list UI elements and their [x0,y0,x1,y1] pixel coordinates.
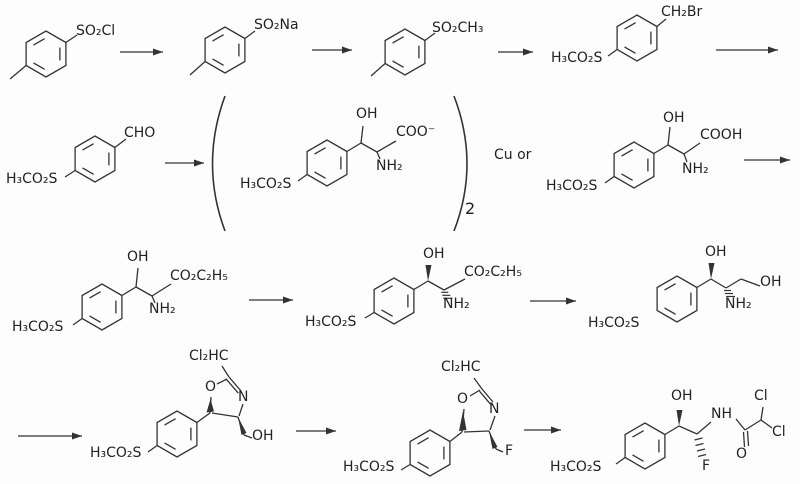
amino-label: NH₂ [376,158,403,174]
dimer-parentheses [211,95,468,232]
hydroxyl-label: OH [671,388,693,404]
benzene-ring [81,283,123,331]
condition-label: Cu or [494,147,532,163]
struct-methyl-tolyl-sulfone [370,28,436,77]
amino-label: NH₂ [725,296,752,312]
dichloromethyl-label: Cl₂HC [189,348,229,364]
dimer-subscript: 2 [465,199,476,218]
struct-tosyl-chloride [9,30,78,80]
struct-sodium-sulfinate [189,26,256,76]
fluoro-label: F [702,458,711,474]
benzene-ring [624,422,666,470]
hydroxyl-label: OH [760,274,782,290]
ring-nitrogen-label: N [489,401,500,417]
methylsulfonyl-label: H₃CO₂S [12,319,64,335]
benzene-ring [656,275,698,323]
carboxylate-label: COO⁻ [396,124,436,140]
reaction-arrows [18,46,790,440]
bromomethyl-label: CH₂Br [661,4,703,20]
methylsulfonyl-label: H₃CO₂S [588,315,640,331]
hydroxyl-label: OH [705,244,727,260]
benzene-ring [373,277,415,325]
struct-oxazoline-fluoride [400,377,504,477]
struct-msyl-benzyl-bromide [607,14,667,62]
methyl-sulfone-label: SO₂CH₃ [432,20,484,36]
methylsulfonyl-label: H₃CO₂S [546,178,598,194]
hydroxyl-label: OH [356,106,378,122]
benzene-ring [306,139,348,187]
hydroxyl-label: OH [252,428,274,444]
hydroxyl-label: OH [423,246,445,262]
struct-bis-complex [297,125,397,187]
benzene-ring [204,26,246,74]
struct-msyl-benzaldehyde [64,135,127,183]
amino-label: NH₂ [443,296,470,312]
fluoro-label: F [505,443,514,459]
amino-label: NH₂ [149,301,176,317]
hydroxyl-label: OH [663,110,685,126]
benzene-ring [74,135,116,183]
struct-ethyl-ester [72,267,172,331]
aldehyde-label: CHO [124,125,156,141]
amide-nh-label: NH [711,406,732,422]
amino-label: NH₂ [682,161,709,177]
benzene-ring [25,30,67,78]
hydroxyl-label: OH [127,249,149,265]
sulfonyl-chloride-label: SO₂Cl [76,23,116,39]
benzene-ring [384,28,426,76]
methylsulfonyl-label: H₃CO₂S [551,50,603,66]
struct-resolved-ester [364,265,466,325]
struct-threo-amino-acid [604,126,701,189]
struct-oxazoline-alcohol [147,365,253,458]
methylsulfonyl-label: H₃CO₂S [343,459,395,475]
methylsulfonyl-label: H₃CO₂S [550,459,602,475]
ring-nitrogen-label: N [238,389,249,405]
ester-label: CO₂C₂H₅ [170,268,228,284]
benzene-ring [616,14,658,62]
dichloromethyl-label: Cl₂HC [441,359,481,375]
struct-florfenicol [615,406,773,470]
methylsulfonyl-label: H₃CO₂S [305,314,357,330]
methylsulfonyl-label: H₃CO₂S [6,171,58,187]
carboxylic-acid-label: COOH [700,127,743,143]
benzene-ring [409,429,451,477]
methylsulfonyl-label: H₃CO₂S [90,445,142,461]
ring-oxygen-label: O [205,379,217,395]
struct-amino-diol [656,263,761,323]
ester-label: CO₂C₂H₅ [464,264,522,280]
methylsulfonyl-label: H₃CO₂S [240,176,292,192]
ring-oxygen-label: O [457,391,469,407]
chloro-label: Cl [754,388,768,404]
benzene-ring [613,141,655,189]
benzene-ring [156,410,198,458]
sulfinate-label: SO₂Na [254,17,299,33]
carbonyl-oxygen-label: O [736,446,748,462]
chloro-label: Cl [772,424,786,440]
